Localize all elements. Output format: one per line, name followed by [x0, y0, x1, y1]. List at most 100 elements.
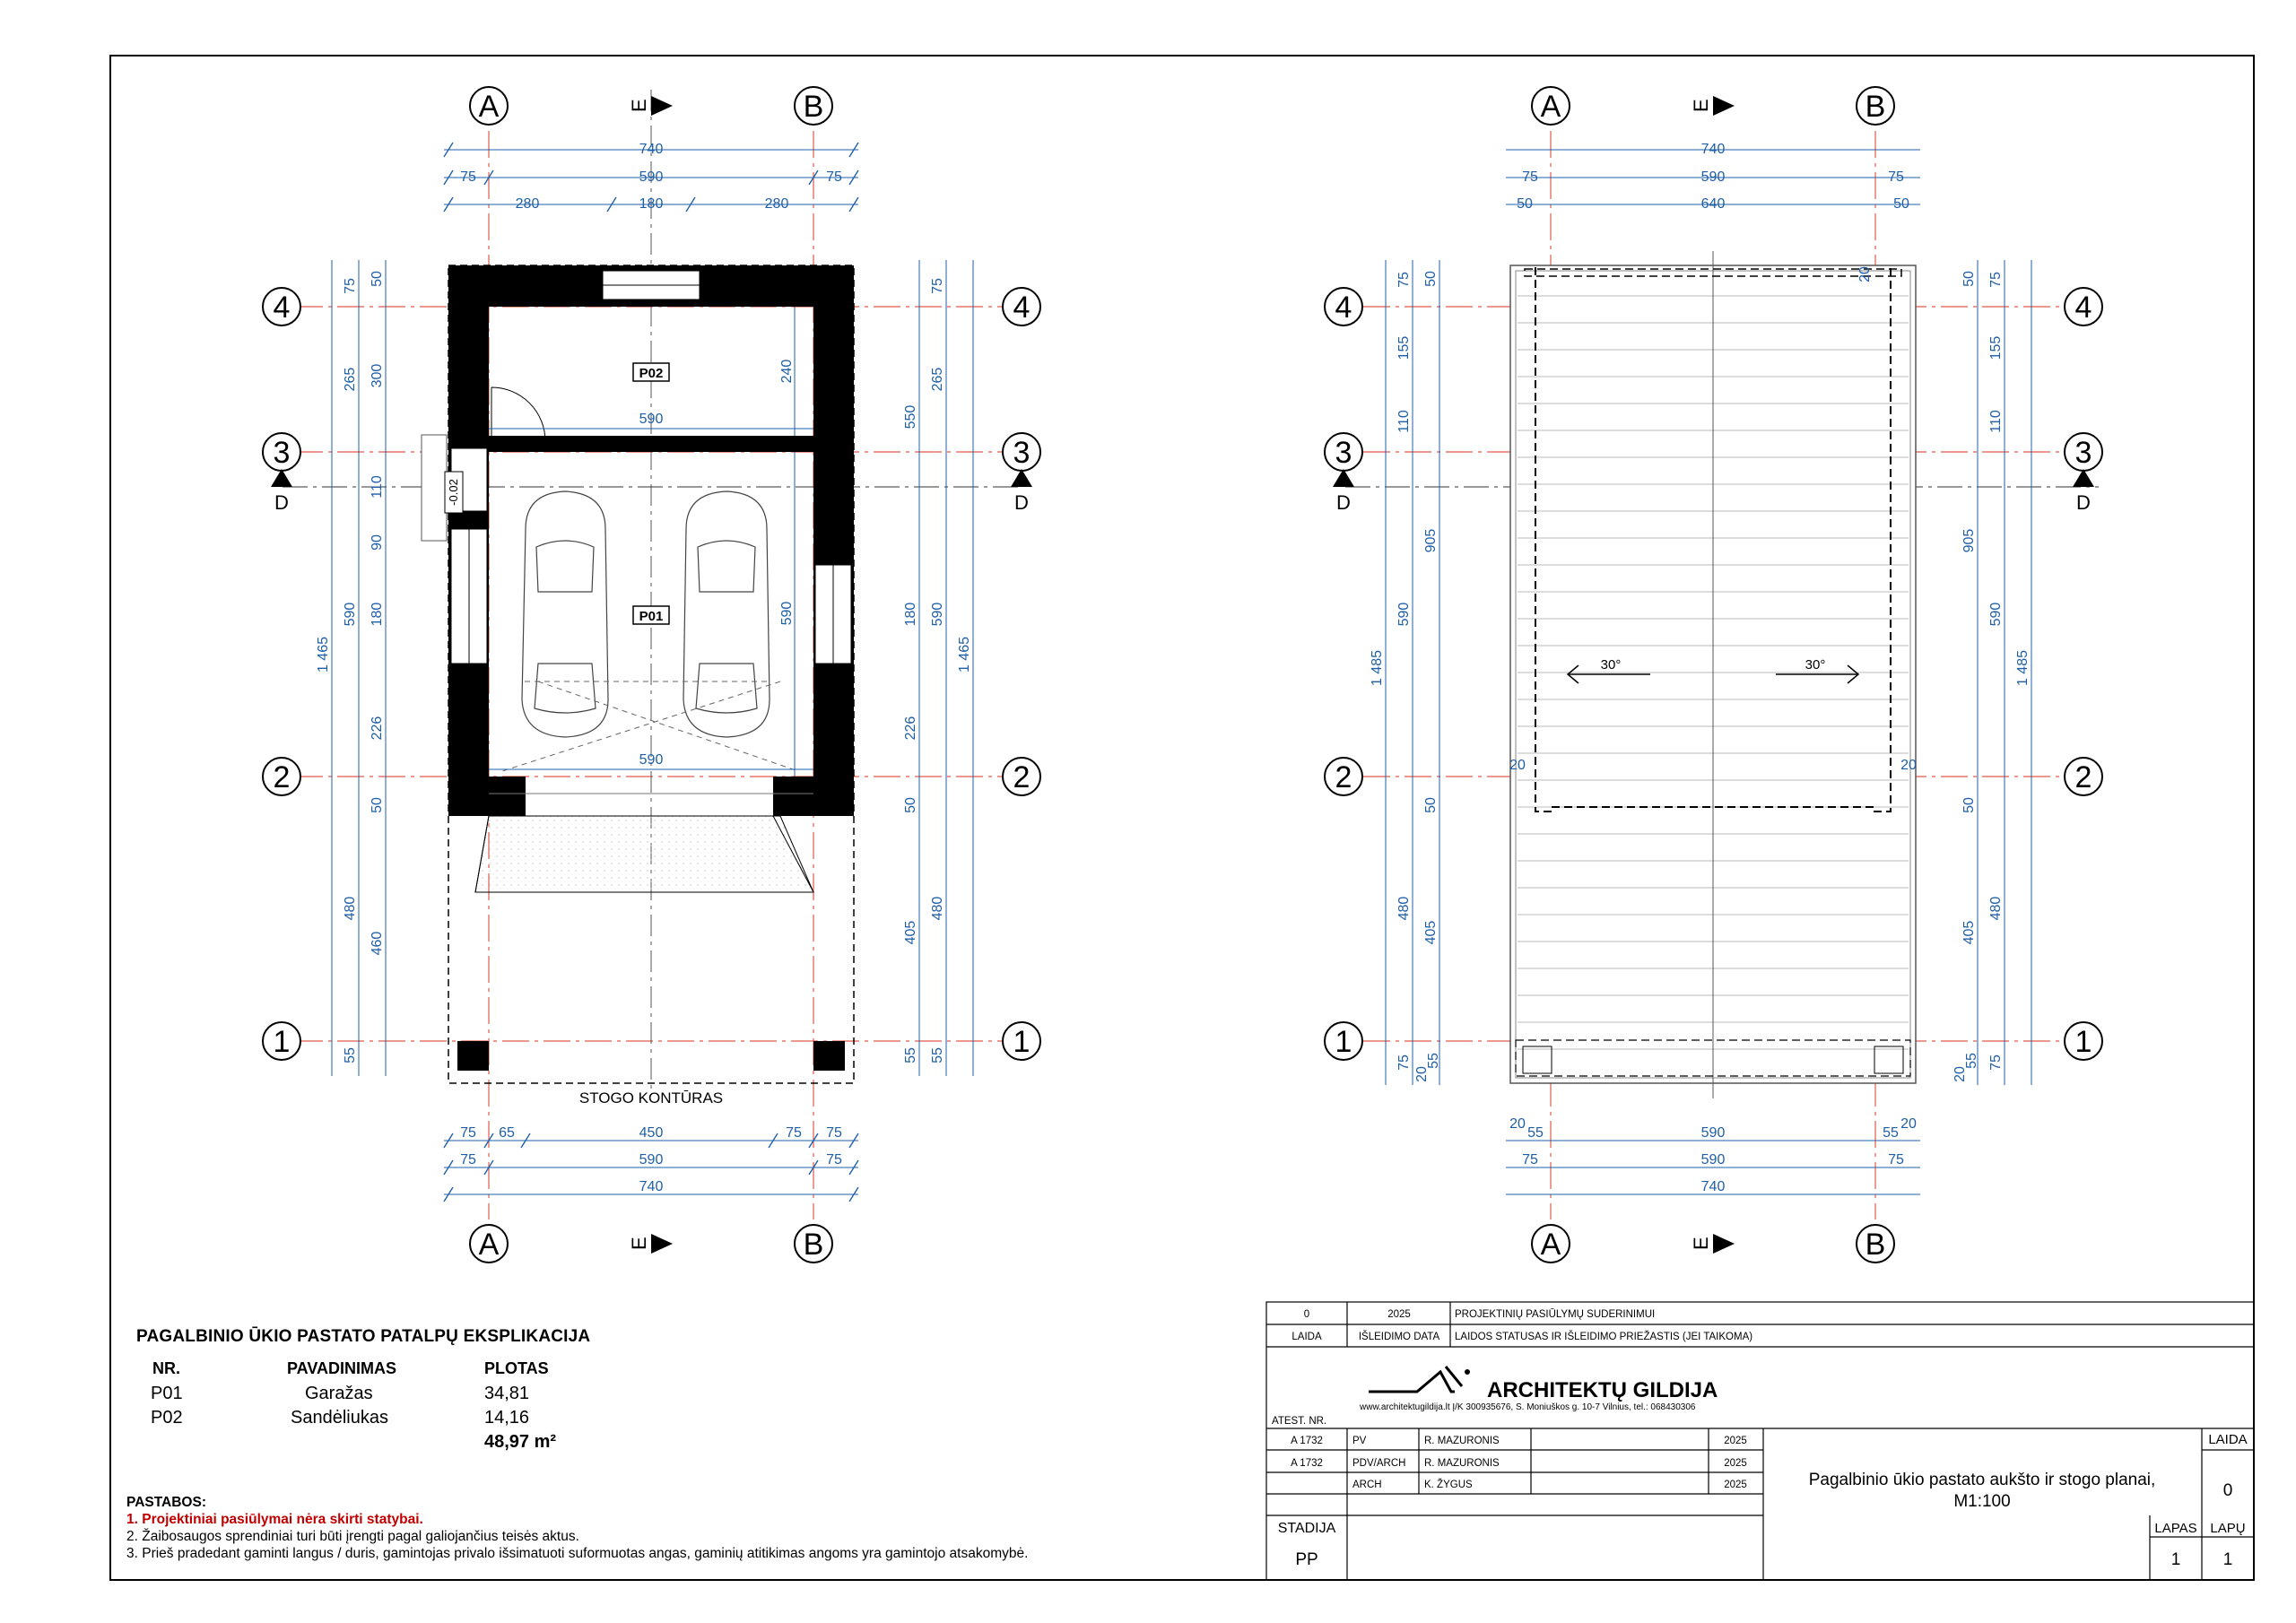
axis-label-1: 1 — [1013, 1025, 1031, 1059]
north-marker: E — [628, 99, 650, 112]
col-header: PLOTAS — [484, 1359, 549, 1377]
axis-label-a: A — [479, 90, 500, 124]
axis-label-2: 2 — [274, 760, 291, 794]
dim: 110 — [1396, 410, 1412, 433]
dim: 75 — [1888, 169, 1904, 185]
dim: 75 — [1522, 1152, 1538, 1167]
dim: 50 — [1961, 271, 1977, 287]
dim: 20 — [1414, 1066, 1430, 1082]
dim-total-left: 1 465 — [316, 637, 331, 673]
row-person: K. ŽYGUS — [1424, 1479, 1473, 1490]
note-2: 2. Žaibosaugos sprendiniai turi būti įre… — [126, 1529, 579, 1544]
axis-label-3: 3 — [1335, 436, 1352, 470]
total-area: 48,97 m² — [484, 1432, 557, 1452]
cell: Garažas — [305, 1384, 373, 1403]
dim: 75 — [1396, 1055, 1412, 1071]
issue-no: 0 — [1304, 1309, 1309, 1320]
axis-label-b: B — [804, 1228, 824, 1262]
dim: 590 — [930, 603, 945, 627]
dim: 20 — [1952, 1066, 1968, 1082]
axis-label-a: A — [1541, 1228, 1561, 1262]
row-year: 2025 — [1724, 1480, 1747, 1490]
cell: 34,81 — [484, 1384, 530, 1403]
stadija-label: STADIJA — [1278, 1521, 1336, 1536]
dim: 180 — [370, 603, 385, 627]
dim: 905 — [1961, 529, 1977, 553]
dim: 590 — [1396, 603, 1412, 627]
dim: 550 — [903, 405, 918, 430]
dim: 75 — [343, 278, 358, 294]
dim: 180 — [903, 603, 918, 627]
dim: 280 — [516, 196, 540, 212]
roof-outline-label: STOGO KONTŪRAS — [579, 1089, 723, 1107]
dim: 590 — [1701, 169, 1726, 185]
row-atest: A 1732 — [1291, 1436, 1323, 1446]
dim: 75 — [1396, 272, 1412, 288]
dim: 90 — [370, 534, 385, 551]
dim: 265 — [930, 368, 945, 392]
dim-total-bottom: 740 — [1701, 1179, 1726, 1194]
dim: 50 — [1423, 797, 1439, 813]
north-marker: E — [1690, 1237, 1712, 1250]
dim: 75 — [826, 169, 842, 185]
dim: 480 — [343, 897, 358, 921]
dim: 590 — [1701, 1152, 1726, 1167]
dim: 55 — [1883, 1125, 1899, 1141]
dim: 110 — [1988, 410, 2004, 433]
dim: 265 — [343, 368, 358, 392]
lapas-label: LAPAS — [2154, 1521, 2196, 1536]
dim: 280 — [765, 196, 789, 212]
row-role: PDV/ARCH — [1352, 1458, 1405, 1469]
dim: 480 — [1396, 897, 1412, 921]
header-issue: LAIDA — [1292, 1332, 1322, 1342]
dim-total-right: 1 465 — [957, 637, 972, 673]
dim: 590 — [1988, 603, 2004, 627]
dim: 590 — [639, 1152, 664, 1167]
section-marker: D — [1336, 491, 1351, 514]
dim-total-top: 740 — [1701, 142, 1726, 157]
cell: P01 — [151, 1384, 183, 1403]
lapas-value: 1 — [2171, 1550, 2181, 1569]
dim: 300 — [370, 364, 385, 388]
dim: 226 — [903, 716, 918, 741]
dim: 405 — [1423, 921, 1439, 945]
axis-label-3: 3 — [2075, 436, 2092, 470]
axis-label-3: 3 — [1013, 436, 1031, 470]
sheet-frame — [109, 55, 2255, 1581]
lapu-value: 1 — [2223, 1550, 2233, 1569]
axis-label-b: B — [1866, 1228, 1886, 1262]
dim: 75 — [786, 1125, 802, 1141]
cell: 14,16 — [484, 1408, 530, 1428]
row-person: R. MAZURONIS — [1424, 1458, 1500, 1469]
row-role: ARCH — [1352, 1480, 1382, 1490]
axis-label-2: 2 — [1013, 760, 1031, 794]
dim: 55 — [1527, 1125, 1544, 1141]
inner-dim: 590 — [779, 602, 795, 626]
col-header: NR. — [152, 1359, 180, 1377]
laida-label: LAIDA — [2208, 1432, 2247, 1447]
dim: 405 — [903, 921, 918, 945]
section-marker: D — [2076, 491, 2091, 514]
roof-plan: 30° 30° 20 20 20 740 75 590 75 50 640 50… — [1324, 86, 2103, 1263]
sheet-title: Pagalbinio ūkio pastato aukšto ir stogo … — [1809, 1471, 2156, 1489]
dim: 55 — [1426, 1053, 1441, 1069]
dim-total-left: 1 485 — [1370, 650, 1385, 686]
axis-label-2: 2 — [2075, 760, 2092, 794]
axis-label-4: 4 — [1013, 291, 1031, 325]
dim: 155 — [1396, 336, 1412, 360]
dim: 480 — [1988, 897, 2004, 921]
dim: 55 — [1964, 1053, 1979, 1069]
table-row: P01 Garažas 34,81 — [136, 1382, 556, 1406]
dim: 20 — [1857, 266, 1873, 282]
axis-label-4: 4 — [274, 291, 291, 325]
dim: 50 — [1961, 797, 1977, 813]
north-marker: E — [628, 1237, 650, 1250]
axis-label-1: 1 — [2075, 1025, 2092, 1059]
stadija-value: PP — [1295, 1550, 1318, 1569]
header-status: LAIDOS STATUSAS IR IŠLEIDIMO PRIEŽASTIS … — [1455, 1331, 1752, 1342]
dim: 50 — [1423, 271, 1439, 287]
dim: 75 — [460, 169, 476, 185]
row-year: 2025 — [1724, 1458, 1747, 1469]
dim: 20 — [1509, 758, 1526, 773]
row-year: 2025 — [1724, 1436, 1747, 1446]
